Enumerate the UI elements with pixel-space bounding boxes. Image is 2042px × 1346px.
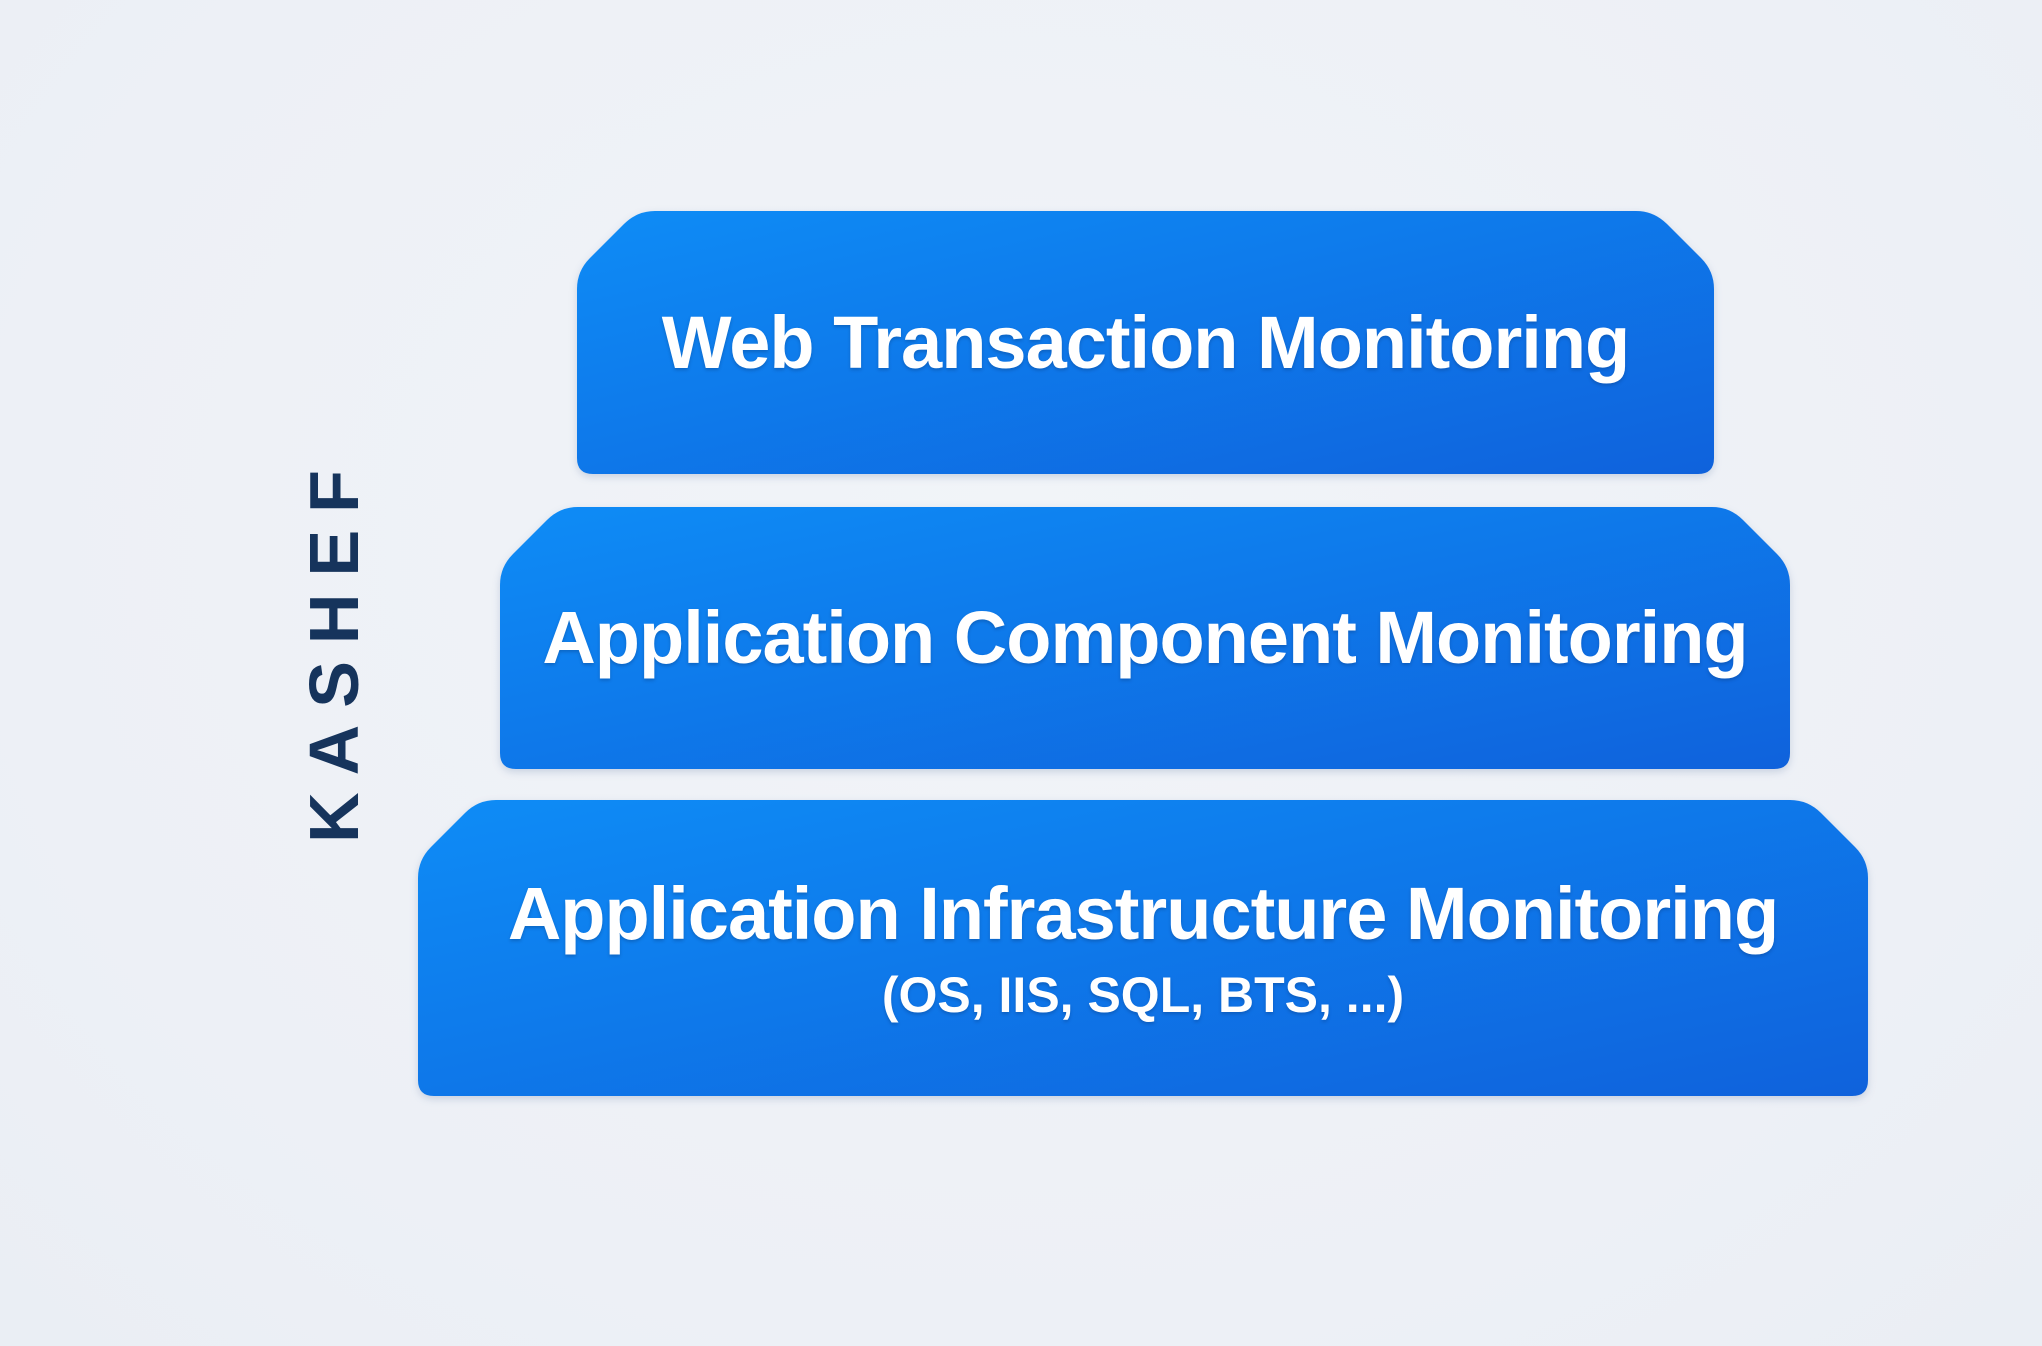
layer-subtitle: (OS, IIS, SQL, BTS, ...)	[881, 967, 1405, 1024]
layer-title: Web Transaction Monitoring	[661, 300, 1631, 384]
layer-shape	[418, 800, 1868, 1096]
layer-text-block: Web Transaction Monitoring	[577, 211, 1714, 474]
layer-application-component-monitoring: Application Component Monitoring	[500, 507, 1790, 769]
layer-application-infrastructure-monitoring: Application Infrastructure Monitoring (O…	[418, 800, 1868, 1096]
layer-web-transaction-monitoring: Web Transaction Monitoring	[577, 211, 1714, 474]
brand-vertical-text: KASHEF	[295, 453, 373, 843]
layer-shape	[500, 507, 1790, 769]
layer-shape	[577, 211, 1714, 474]
layer-text-block: Application Component Monitoring	[500, 507, 1790, 769]
layer-text-block: Application Infrastructure Monitoring (O…	[418, 800, 1868, 1096]
layer-title: Application Infrastructure Monitoring	[507, 871, 1779, 955]
layer-title: Application Component Monitoring	[542, 596, 1748, 680]
